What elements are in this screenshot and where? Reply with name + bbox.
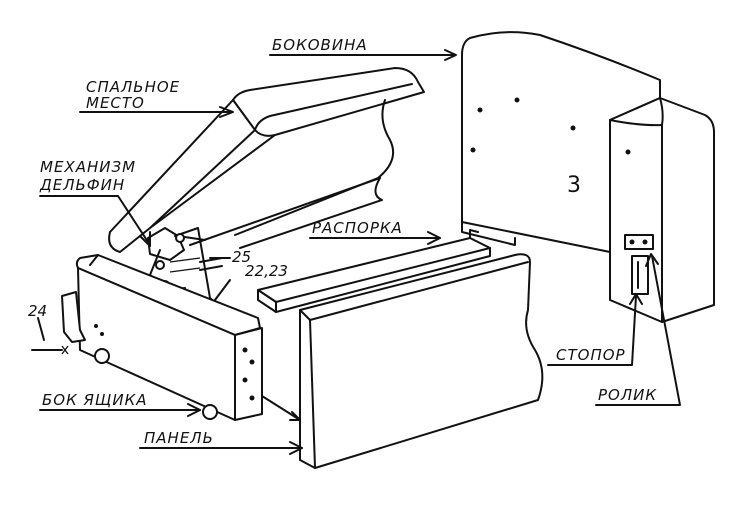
label-mekhanizm: МЕХАНИЗМ	[40, 158, 136, 176]
panel	[261, 253, 544, 469]
label-mesto: МЕСТО	[86, 94, 145, 112]
label-stopor: СТОПОР	[556, 346, 626, 364]
leader-lines	[37, 49, 681, 455]
label-panel: ПАНЕЛЬ	[144, 429, 214, 447]
sleeping-place	[108, 67, 425, 253]
label-25: 25	[232, 248, 251, 266]
label-22-23: 22,23	[245, 262, 288, 280]
part-number-3: 3	[567, 173, 581, 198]
label-bokovina: БОКОВИНА	[272, 36, 368, 54]
label-rolik: РОЛИК	[598, 386, 657, 404]
label-24: 24	[28, 302, 47, 320]
label-spalnoe: СПАЛЬНОЕ	[86, 78, 180, 96]
side-panel	[461, 31, 715, 323]
label-bok-yashchika: БОК ЯЩИКА	[42, 391, 147, 409]
box-side	[31, 254, 263, 421]
spacer-bar	[257, 229, 491, 313]
label-rasporka: РАСПОРКА	[312, 219, 403, 237]
label-delfin: ДЕЛЬФИН	[39, 176, 125, 194]
